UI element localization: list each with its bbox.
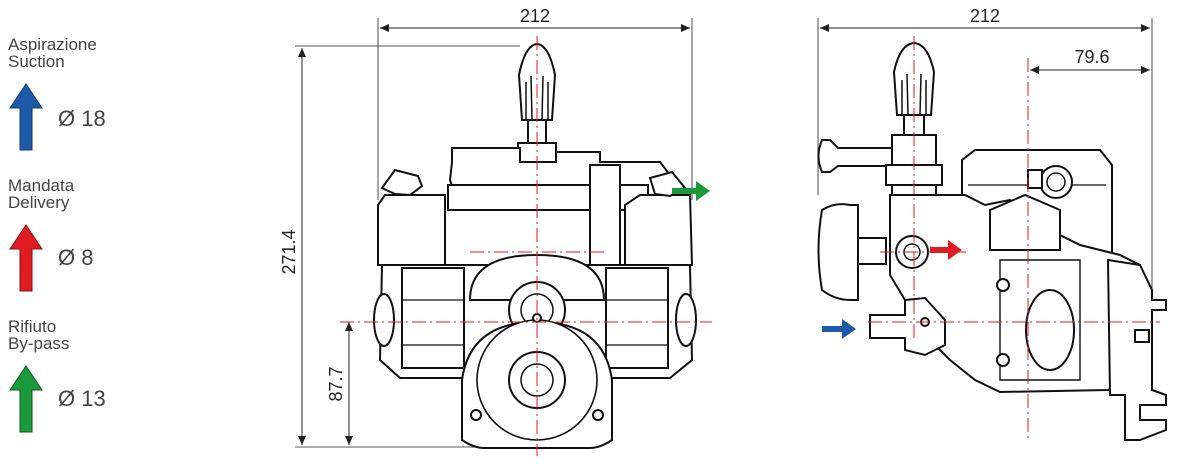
- side-centerlines: [868, 36, 1160, 440]
- front-view: 212 271.4 87.7: [279, 6, 712, 456]
- delivery-label-it: Mandata: [8, 176, 75, 195]
- front-width-dimension: 212: [377, 6, 693, 200]
- suction-diameter: Ø 18: [58, 106, 106, 131]
- front-height-label: 271.4: [279, 229, 299, 274]
- side-offset-dimension: 79.6: [1027, 47, 1150, 74]
- side-suction-arrow-icon: [822, 319, 856, 339]
- front-bypass-arrow-icon: [672, 181, 710, 201]
- front-pump-body: [373, 42, 697, 449]
- front-height-dimension: 271.4: [279, 45, 520, 448]
- bypass-arrow-icon: [9, 365, 43, 433]
- flow-legend: Aspirazione Suction Ø 18 Mandata Deliver…: [0, 0, 190, 464]
- suction-arrow-icon: [9, 83, 43, 151]
- suction-label-en: Suction: [8, 52, 65, 71]
- delivery-diameter: Ø 8: [58, 245, 94, 270]
- front-centerlines: [340, 36, 712, 456]
- legend-bypass: Rifiuto By-pass Ø 13: [8, 318, 188, 453]
- delivery-arrow-icon: [9, 224, 43, 292]
- side-view: 212 79.6: [817, 6, 1167, 441]
- bypass-diameter: Ø 13: [58, 386, 106, 411]
- legend-delivery: Mandata Delivery Ø 8: [8, 177, 188, 312]
- front-axis-height-label: 87.7: [326, 366, 346, 401]
- side-offset-label: 79.6: [1074, 47, 1109, 67]
- suction-label-it: Aspirazione: [8, 35, 97, 54]
- side-width-label: 212: [970, 6, 1000, 26]
- side-delivery-arrow-icon: [930, 240, 962, 260]
- bypass-label-it: Rifiuto: [8, 317, 57, 336]
- legend-suction: Aspirazione Suction Ø 18: [8, 36, 188, 171]
- delivery-label-en: Delivery: [8, 193, 70, 212]
- side-width-dimension: 212: [817, 6, 1153, 290]
- bypass-label-en: By-pass: [8, 334, 70, 353]
- front-width-label: 212: [520, 6, 550, 26]
- side-pump-body: [817, 41, 1167, 441]
- front-axis-height-dimension: 87.7: [326, 322, 353, 445]
